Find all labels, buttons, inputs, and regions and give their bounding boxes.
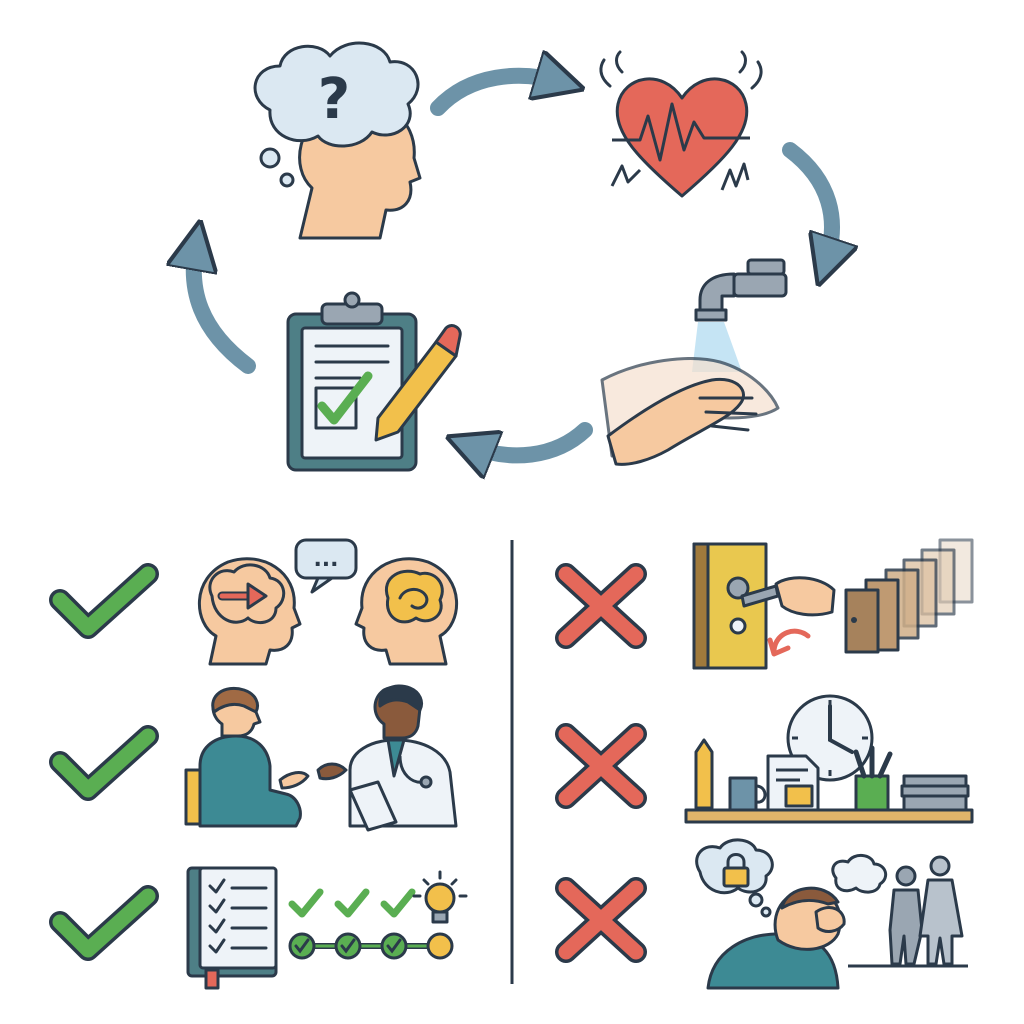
arrow-bottom xyxy=(470,422,593,455)
door-lock-checking-icon xyxy=(692,538,974,670)
cycle-step-compulsion xyxy=(600,258,788,466)
question-glyph: ? xyxy=(318,67,350,132)
arranged-desk-clock-icon xyxy=(684,694,974,824)
cycle-arrows xyxy=(194,76,832,456)
talking-heads-icon: ... xyxy=(197,538,459,666)
cycle-step-worry: ? xyxy=(253,41,422,240)
arrow-left xyxy=(194,245,256,374)
racing-heart-icon xyxy=(599,50,763,198)
cross-mark-icon xyxy=(555,563,647,649)
therapist-patient-icon xyxy=(184,684,458,832)
progress-steps-icon xyxy=(186,866,468,990)
cross-mark-icon xyxy=(555,723,647,809)
hand-washing-icon xyxy=(600,258,788,466)
question-mark-head-icon: ? xyxy=(253,41,422,240)
cycle-step-anxiety xyxy=(599,50,763,198)
isolated-person-icon xyxy=(695,838,968,990)
arrow-right xyxy=(782,142,832,262)
speech-dots: ... xyxy=(313,547,338,572)
clipboard-check-icon xyxy=(286,291,462,472)
arrow-top xyxy=(430,76,560,116)
cycle-step-checking xyxy=(286,291,462,472)
helpful-column: ... xyxy=(49,538,468,990)
cross-mark-icon xyxy=(555,877,647,963)
unhelpful-column xyxy=(555,538,974,990)
